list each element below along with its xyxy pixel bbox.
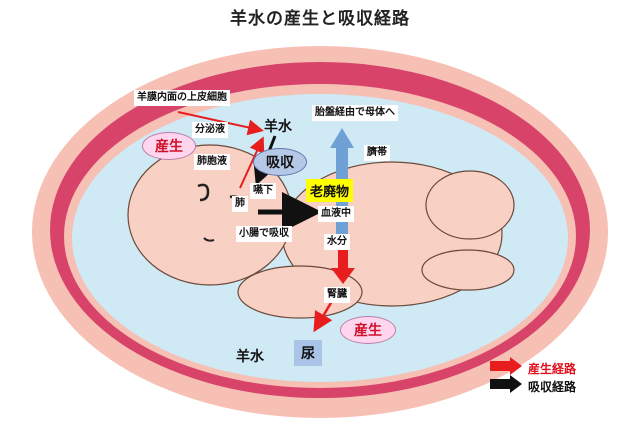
label-to-mother: 胎盤経由で母体へ: [312, 105, 398, 121]
badge-absorption: 吸収: [253, 148, 307, 176]
placenta-flow-head: [330, 128, 354, 148]
legend-production-label: 産生経路: [528, 362, 577, 376]
label-kidney: 腎臓: [324, 287, 350, 303]
label-amniotic-fluid-bottom: 羊水: [236, 349, 264, 365]
fetus-ear: [197, 183, 210, 202]
badge-absorption-text: 吸収: [266, 155, 294, 171]
badge-production-1-text: 産生: [155, 139, 183, 155]
legend-absorption-arrow-head: [510, 375, 522, 393]
diagram-title: 羊水の産生と吸収経路: [230, 9, 410, 29]
label-umbilical-cord: 臍帯: [364, 145, 390, 161]
label-lung: 肺: [232, 196, 248, 212]
arrow-lung-to-fluid: [239, 136, 265, 189]
label-small-intestine: 小腸で吸収: [236, 226, 292, 242]
label-urine: 尿: [294, 340, 322, 366]
label-lung-fluid: 肺胞液: [194, 154, 230, 170]
label-secretion: 分泌液: [192, 122, 228, 138]
badge-production-1: 産生: [142, 132, 196, 160]
label-amniotic-fluid-top: 羊水: [264, 119, 292, 135]
badge-production-2: 産生: [340, 316, 396, 344]
legend-production-arrow-head: [510, 357, 522, 375]
badge-production-2-text: 産生: [354, 323, 382, 339]
legend-absorption-label: 吸収経路: [528, 380, 577, 394]
label-amnion-cells: 羊膜内面の上皮細胞: [134, 90, 230, 106]
arrow-amnion-to-fluid: [177, 111, 264, 136]
arrow-water-to-kidney-head: [331, 268, 355, 284]
label-swallow: 嚥下: [250, 183, 276, 199]
legend-absorption-arrow: [490, 379, 512, 389]
label-water: 水分: [324, 234, 350, 250]
label-waste: 老廃物: [306, 179, 354, 202]
label-blood: 血液中: [318, 206, 354, 222]
legend-production-arrow: [490, 361, 512, 371]
fetus-mouth: [203, 237, 215, 242]
